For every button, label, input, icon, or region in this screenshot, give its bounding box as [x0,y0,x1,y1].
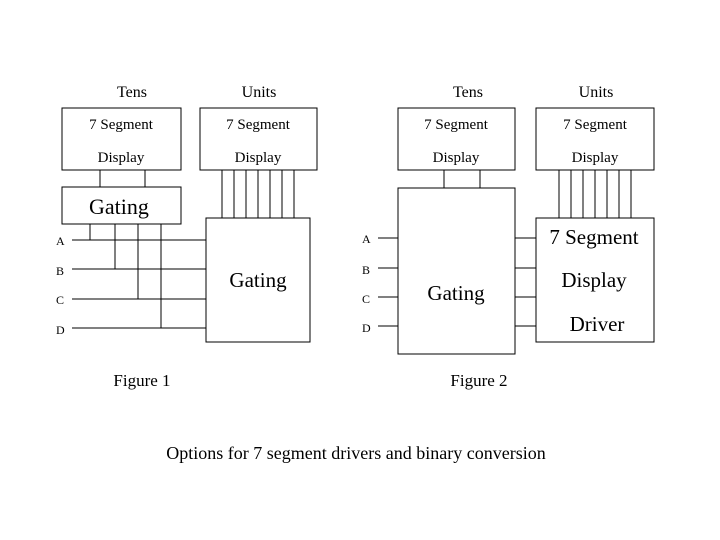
fig1-tens-display-box [61,107,182,171]
fig2-input-c-label: C [362,292,370,306]
fig2-tens-display-line2: Display [433,150,480,166]
main-caption: Options for 7 segment drivers and binary… [166,443,545,463]
fig1-tens-gating-box [61,186,182,225]
fig1-units-label: Units [242,84,277,101]
fig2-tens-label: Tens [453,84,483,101]
fig2-gating-label: Gating [427,281,485,305]
fig2-units-display-line2: Display [572,150,619,166]
fig2-units-label: Units [579,84,614,101]
fig2-input-a-label: A [362,232,371,246]
fig2-input-b-label: B [362,263,370,277]
fig2-driver-line1: 7 Segment [549,225,638,249]
fig1-tens-display-line2: Display [98,150,145,166]
figure-1: Tens Units 7 Segment Display 7 Segment D… [56,84,318,390]
fig2-tens-display-box [397,107,516,171]
figure-2: Tens Units 7 Segment Display 7 Segment D… [362,84,655,390]
fig1-input-c-label: C [56,293,64,307]
fig1-caption: Figure 1 [113,371,170,390]
fig1-input-a-label: A [56,234,65,248]
fig2-caption: Figure 2 [450,371,507,390]
fig2-driver-line3: Driver [570,312,625,336]
fig2-units-display-line1: 7 Segment [563,117,628,133]
fig1-input-b-label: B [56,264,64,278]
fig1-units-display-line2: Display [235,150,282,166]
fig1-tens-gating-label: Gating [89,194,149,219]
fig2-driver-line2: Display [561,268,627,292]
fig1-input-d-label: D [56,323,65,337]
fig1-tens-label: Tens [117,84,147,101]
fig1-units-display-line1: 7 Segment [226,117,291,133]
fig2-input-d-label: D [362,321,371,335]
fig1-units-gating-label: Gating [229,268,287,292]
fig2-gating-box [397,187,516,355]
fig1-tens-display-line1: 7 Segment [89,117,154,133]
fig2-tens-display-line1: 7 Segment [424,117,489,133]
